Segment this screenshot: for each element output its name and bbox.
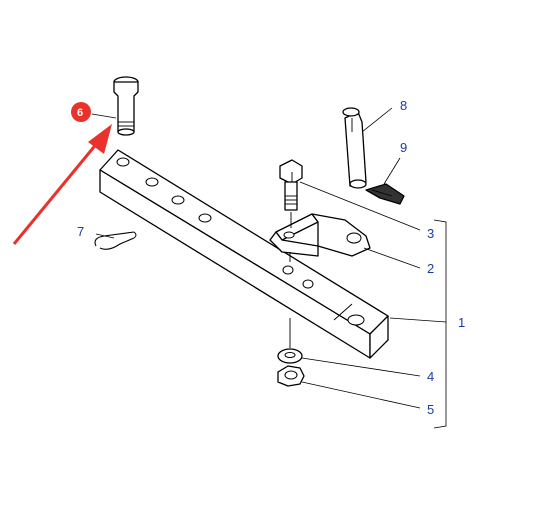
- callout-8: 8: [400, 98, 407, 113]
- drawbar-hole: [282, 265, 294, 275]
- clip-part[interactable]: [365, 183, 405, 205]
- r-clip-part[interactable]: [94, 231, 137, 250]
- callout-7: 7: [77, 224, 84, 239]
- callout-3: 3: [427, 226, 434, 241]
- nut-part[interactable]: [277, 365, 305, 387]
- group-bracket: [433, 219, 447, 429]
- highlight-arrow: [12, 124, 112, 245]
- drawbar-hole: [116, 157, 130, 167]
- callout-9: 9: [400, 140, 407, 155]
- callout-4: 4: [427, 369, 434, 384]
- callout-1: 1: [458, 315, 465, 330]
- linch-pin-part[interactable]: [342, 107, 367, 189]
- callout-6: 6: [77, 107, 83, 119]
- callout-6-badge: 6: [71, 102, 91, 122]
- bracket-hole: [283, 231, 295, 239]
- drawbar-hole: [145, 177, 159, 187]
- bracket-part[interactable]: [269, 213, 371, 257]
- leader-lines: [91, 107, 447, 409]
- washer-part[interactable]: [277, 348, 303, 364]
- pin-part[interactable]: [113, 76, 139, 136]
- callout-2: 2: [427, 261, 434, 276]
- drawbar-hole: [198, 213, 212, 223]
- drawbar-hole: [302, 279, 314, 289]
- bracket-hole: [346, 232, 362, 244]
- drawbar-hole: [171, 195, 185, 205]
- drawbar-part[interactable]: [99, 149, 389, 359]
- callout-5: 5: [427, 402, 434, 417]
- drawbar-end-hole: [347, 314, 365, 326]
- bolt-part[interactable]: [279, 159, 303, 211]
